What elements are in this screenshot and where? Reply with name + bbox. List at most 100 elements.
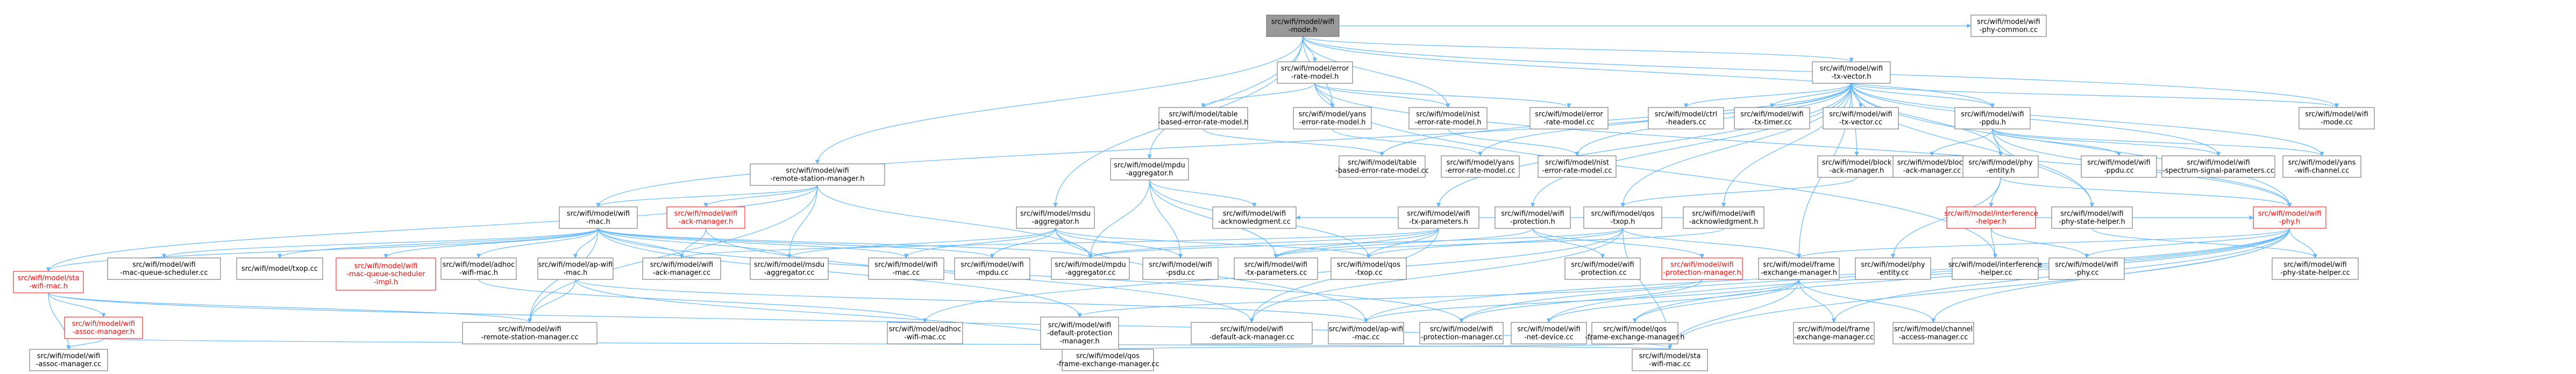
file-node-ap-cc[interactable]: src/wifi/model/ap-wifi-mac.cc [1328,322,1404,344]
file-node-phy-cc[interactable]: src/wifi/model/wifi-phy.cc [2048,257,2125,280]
file-node-mode-cc[interactable]: src/wifi/model/wifi-mode.cc [2299,107,2375,130]
file-node-ack-mgr-h[interactable]: src/wifi/model/wifi-ack-manager.h [666,206,745,229]
file-node-ppdu-cc[interactable]: src/wifi/model/wifi-ppdu.cc [2081,155,2157,178]
file-node-txvec-cc[interactable]: src/wifi/model/wifi-tx-vector.cc [1823,107,1899,130]
file-node-prot-h[interactable]: src/wifi/model/wifi-protection.h [1495,206,1571,229]
file-node-adhoc-cc[interactable]: src/wifi/model/adhoc-wifi-mac.cc [887,322,963,344]
node-label-line: -error-rate-model.cc [1445,167,1515,175]
file-node-txp-h[interactable]: src/wifi/model/wifi-tx-parameters.h [1398,206,1479,229]
file-node-fem-cc[interactable]: src/wifi/model/frame-exchange-manager.cc [1793,322,1875,344]
file-node-rsm-cc[interactable]: src/wifi/model/wifi-remote-station-manag… [462,322,597,344]
node-label-line: src/wifi/model/wifi [1501,210,1564,218]
node-label-line: -helper.cc [1978,269,2012,277]
file-node-block-ack-cc[interactable]: src/wifi/model/block-ack-manager.cc [1892,155,1972,178]
file-node-table-cc[interactable]: src/wifi/model/table-based-error-rate-mo… [1335,155,1429,178]
file-node-phy-entity-h[interactable]: src/wifi/model/phy-entity.h [1962,155,2039,178]
node-label-line: -aggregator.cc [1065,269,1115,277]
file-node-mode-h[interactable]: src/wifi/model/wifi-mode.h [1266,15,1340,37]
file-node-mpdu-cc[interactable]: src/wifi/model/wifi-mpdu.cc [954,257,1030,280]
file-node-err-rate-h[interactable]: src/wifi/model/error-rate-model.h [1277,61,1353,84]
file-node-yans-err-cc[interactable]: src/wifi/model/yans-error-rate-model.cc [1441,155,1520,178]
file-node-ppdu-h[interactable]: src/wifi/model/wifi-ppdu.h [1954,107,2031,130]
file-node-phy-common[interactable]: src/wifi/model/wifi-phy-common.cc [1970,15,2047,37]
file-node-qos-fem-h[interactable]: src/wifi/model/qos-frame-exchange-manage… [1585,322,1685,344]
node-box [1892,322,1974,344]
file-node-ap-h[interactable]: src/wifi/model/ap-wifi-mac.h [537,257,614,280]
file-node-sta-mac-h[interactable]: src/wifi/model/sta-wifi-mac.h [13,271,84,293]
node-label-line: src/wifi/model/wifi [674,210,737,218]
file-node-ack-mgr-cc[interactable]: src/wifi/model/wifi-ack-manager.cc [642,257,721,280]
file-node-msdu-agg-h[interactable]: src/wifi/model/msdu-aggregator.h [1016,206,1095,229]
dependency-edge [1851,83,1995,108]
file-node-interf-h[interactable]: src/wifi/model/interference-helper.h [1944,206,2038,229]
file-node-mpdu-agg-h[interactable]: src/wifi/model/mpdu-aggregator.h [1110,158,1189,181]
file-node-sta-mac-cc[interactable]: src/wifi/model/sta-wifi-mac.cc [1632,349,1708,371]
node-label-line: -phy-state-helper.h [2059,218,2125,226]
file-node-yans-err-h[interactable]: src/wifi/model/yans-error-rate-model.h [1293,107,1372,130]
node-label-line: -wifi-channel.cc [2295,167,2350,175]
node-label-line: src/wifi/model/adhoc [889,326,962,334]
file-node-nist-err-cc[interactable]: src/wifi/model/nist-error-rate-model.cc [1538,155,1617,178]
node-label-line: -ack-manager.cc [1903,167,1961,175]
file-node-psdu-cc[interactable]: src/wifi/model/wifi-psdu.cc [1142,257,1219,280]
node-box [1529,107,1609,130]
file-node-txop-cc[interactable]: src/wifi/model/txop.cc [236,257,323,280]
file-node-prot-mgr-h[interactable]: src/wifi/model/wifi-protection-manager.h [1661,257,1743,280]
dependency-edge [1851,83,2324,156]
node-label-line: -protection-manager.cc [1421,334,1502,342]
file-node-psh-cc[interactable]: src/wifi/model/wifi-phy-state-helper.cc [2272,257,2359,280]
file-node-net-dev-cc[interactable]: src/wifi/model/wifi-net-device.cc [1511,322,1587,344]
file-node-nist-err-h[interactable]: src/wifi/model/nist-error-rate-model.h [1408,107,1488,130]
file-node-qos-txop-cc[interactable]: src/wifi/model/qos-txop.cc [1330,257,1407,280]
file-node-assoc-cc[interactable]: src/wifi/model/wifi-assoc-manager.cc [29,349,108,371]
node-label-line: src/wifi/model/wifi [72,320,135,328]
file-node-yans-chan-cc[interactable]: src/wifi/model/yans-wifi-channel.cc [2282,155,2361,178]
file-node-prot-cc[interactable]: src/wifi/model/wifi-protection.cc [1564,257,1641,280]
file-node-interf-cc[interactable]: src/wifi/model/interference-helper.cc [1948,257,2042,280]
file-node-mac-cc[interactable]: src/wifi/model/wifi-mac.cc [868,257,944,280]
node-label-line: -headers.cc [1666,119,1706,127]
file-node-mqs-cc[interactable]: src/wifi/model/wifi-mac-queue-scheduler.… [107,257,221,280]
dependency-edge [476,228,599,258]
dependency-edge [1667,228,2290,350]
file-node-fem-h[interactable]: src/wifi/model/frame-exchange-manager.h [1758,257,1840,280]
file-node-chan-acc-cc[interactable]: src/wifi/model/channel-access-manager.cc [1892,322,1974,344]
node-label-line: -assoc-manager.cc [36,361,102,369]
file-node-qos-fem-cc[interactable]: src/wifi/model/qos-frame-exchange-manage… [1056,349,1159,371]
file-node-prot-mgr-cc[interactable]: src/wifi/model/wifi-protection-manager.c… [1419,322,1504,344]
file-node-table-h[interactable]: src/wifi/model/table-based-error-rate-mo… [1158,107,1249,130]
file-node-mac-h[interactable]: src/wifi/model/wifi-mac.h [559,206,638,229]
file-node-assoc-h[interactable]: src/wifi/model/wifi-assoc-manager.h [64,317,143,339]
dependency-edge [679,228,707,258]
file-node-qos-txop-h[interactable]: src/wifi/model/qos-txop.h [1583,206,1662,229]
node-label-line: src/wifi/model/wifi [1571,261,1634,269]
file-node-rsm-h[interactable]: src/wifi/model/wifi-remote-station-manag… [750,163,885,186]
file-node-tx-timer[interactable]: src/wifi/model/wifi-tx-timer.cc [1734,107,1810,130]
node-label-line: -mode.h [1289,26,1318,34]
file-node-ack-h[interactable]: src/wifi/model/wifi-acknowledgment.h [1683,206,1764,229]
node-label-line: src/wifi/model/error [1281,65,1349,73]
file-node-ack-cc[interactable]: src/wifi/model/wifi-acknowledgment.cc [1212,206,1297,229]
file-node-adhoc-h[interactable]: src/wifi/model/adhoc-wifi-mac.h [440,257,517,280]
file-node-ssp-cc[interactable]: src/wifi/model/wifi-spectrum-signal-para… [2161,155,2275,178]
dependency-edge [1201,83,1315,108]
node-box [336,257,436,291]
file-node-phy-entity-cc[interactable]: src/wifi/model/phy-entity.cc [1855,257,1931,280]
file-node-block-ack-h[interactable]: src/wifi/model/block-ack-manager.h [1817,155,1896,178]
node-label-line: src/wifi/model/yans [1299,111,1367,119]
file-node-err-rate-cc[interactable]: src/wifi/model/error-rate-model.cc [1529,107,1609,130]
node-label-line: src/wifi/model/wifi [1271,18,1334,26]
file-node-txp-cc[interactable]: src/wifi/model/wifi-tx-parameters.cc [1234,257,1318,280]
node-label-line: src/wifi/model/frame [1763,261,1835,269]
node-box [1564,257,1641,280]
file-node-def-prot-h[interactable]: src/wifi/model/wifi-default-protection-m… [1040,317,1119,350]
file-node-mqsi-h[interactable]: src/wifi/model/wifi-mac-queue-scheduler-… [336,257,436,291]
file-node-def-ack-cc[interactable]: src/wifi/model/wifi-default-ack-manager.… [1191,322,1313,344]
file-node-msdu-agg-cc[interactable]: src/wifi/model/msdu-aggregator.cc [750,257,829,280]
file-node-phy-h[interactable]: src/wifi/model/wifi-phy.h [2253,206,2326,229]
node-label-line: -mode.cc [2321,119,2353,127]
file-node-psh-h[interactable]: src/wifi/model/wifi-phy-state-helper.h [2051,206,2133,229]
file-node-mpdu-agg-cc[interactable]: src/wifi/model/mpdu-aggregator.cc [1051,257,1130,280]
file-node-txvec-h[interactable]: src/wifi/model/wifi-tx-vector.h [1812,61,1891,84]
file-node-ctrl-headers[interactable]: src/wifi/model/ctrl-headers.cc [1648,107,1724,130]
